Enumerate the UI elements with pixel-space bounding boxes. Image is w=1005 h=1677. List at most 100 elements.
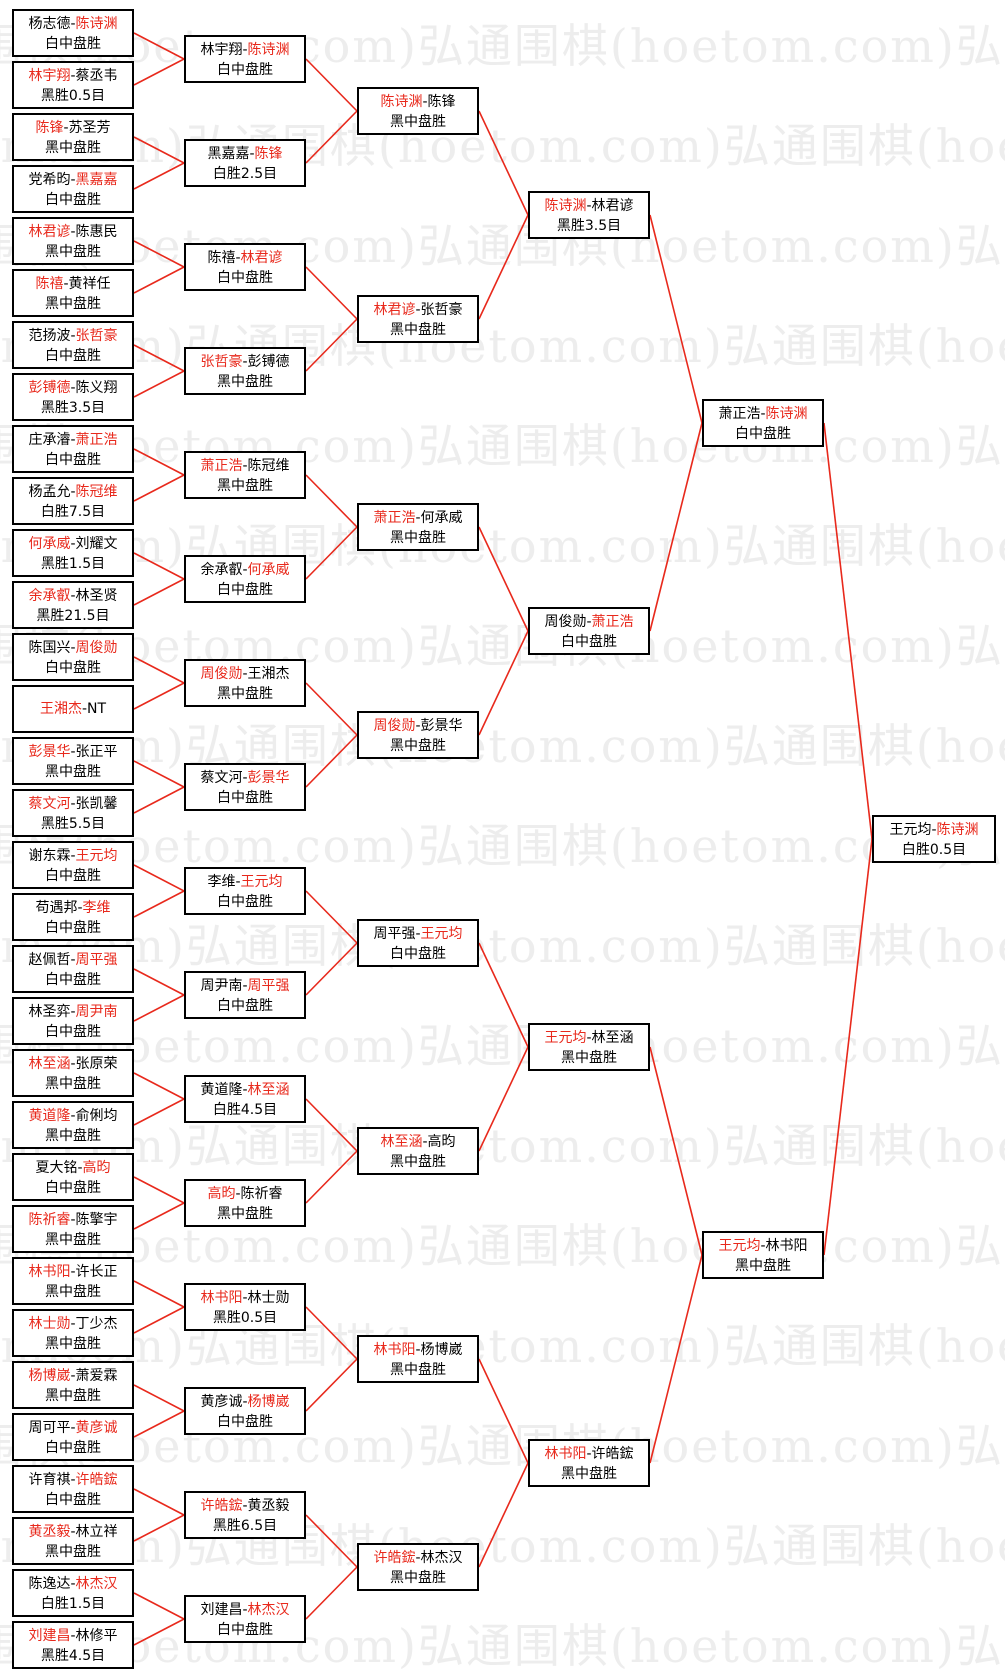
player-black: 王元均 bbox=[889, 822, 932, 838]
match-players: 彭镈德-陈义翔 bbox=[14, 378, 132, 398]
match-result: 白中盘胜 bbox=[390, 946, 446, 962]
player-white: 王元均 bbox=[240, 874, 283, 890]
bracket-connector bbox=[305, 526, 358, 580]
match-result: 黑中盘胜 bbox=[390, 1570, 446, 1586]
player-white: 陈义翔 bbox=[75, 380, 118, 396]
player-white: 彭景华 bbox=[420, 718, 463, 734]
bracket-connector bbox=[133, 32, 185, 60]
match-result: 黑中盘胜 bbox=[390, 1154, 446, 1170]
player-white: 王湘杰 bbox=[247, 666, 290, 682]
player-separator: - bbox=[415, 1342, 421, 1358]
player-separator: - bbox=[70, 848, 76, 864]
match-result: 白中盘胜 bbox=[45, 868, 101, 884]
match-result: 白中盘胜 bbox=[45, 452, 101, 468]
player-black: 周俊勋 bbox=[200, 666, 243, 682]
player-black: 林君谚 bbox=[28, 224, 71, 240]
match-players: 许皓鋐-黄丞毅 bbox=[186, 1496, 304, 1516]
player-white: 何承威 bbox=[420, 510, 463, 526]
match-players: 林君谚-陈惠民 bbox=[14, 222, 132, 242]
bracket-connector bbox=[133, 552, 185, 580]
player-black: 林宇翔 bbox=[28, 68, 71, 84]
match-result: 黑中盘胜 bbox=[390, 738, 446, 754]
bracket-connector bbox=[133, 760, 185, 788]
bracket-connector bbox=[133, 1072, 185, 1100]
match-box: 杨博崴-萧爱霖黑中盘胜 bbox=[12, 1361, 134, 1409]
bracket-connector bbox=[133, 344, 185, 372]
player-separator: - bbox=[242, 978, 248, 994]
player-white: 林君谚 bbox=[591, 198, 634, 214]
player-white: 高昀 bbox=[82, 1160, 111, 1176]
match-box: 林书阳-许皓鋐黑中盘胜 bbox=[528, 1439, 650, 1487]
player-separator: - bbox=[242, 1498, 248, 1514]
bracket-connector bbox=[133, 656, 185, 684]
match-box: 王元均-林至涵黑中盘胜 bbox=[528, 1023, 650, 1071]
player-separator: - bbox=[70, 1108, 76, 1124]
player-black: 彭镈德 bbox=[28, 380, 71, 396]
match-box: 杨孟允-陈冠维白胜7.5目 bbox=[12, 477, 134, 525]
bracket-connector bbox=[305, 1566, 358, 1620]
player-black: 刘建昌 bbox=[200, 1602, 243, 1618]
bracket-connector bbox=[133, 1618, 185, 1646]
player-black: 许皓鋐 bbox=[200, 1498, 243, 1514]
match-players: 林书阳-杨博崴 bbox=[359, 1340, 477, 1360]
match-result: 白中盘胜 bbox=[45, 36, 101, 52]
player-separator: - bbox=[931, 822, 937, 838]
player-black: 陈禧 bbox=[35, 276, 64, 292]
player-separator: - bbox=[70, 1316, 76, 1332]
player-white: 许长正 bbox=[75, 1264, 118, 1280]
match-result: 白中盘胜 bbox=[561, 634, 617, 650]
player-white: 陈诗渊 bbox=[75, 16, 118, 32]
match-players: 杨孟允-陈冠维 bbox=[14, 482, 132, 502]
player-white: 陈冠维 bbox=[247, 458, 290, 474]
match-box: 张哲豪-彭镈德黑中盘胜 bbox=[184, 347, 306, 395]
match-box: 周俊勋-萧正浩白中盘胜 bbox=[528, 607, 650, 655]
bracket-connector bbox=[133, 1514, 185, 1542]
match-result: 黑中盘胜 bbox=[45, 140, 101, 156]
player-separator: - bbox=[242, 562, 248, 578]
player-white: 张凯馨 bbox=[75, 796, 118, 812]
match-result: 白胜0.5目 bbox=[901, 842, 967, 858]
match-box: 杨志德-陈诗渊白中盘胜 bbox=[12, 9, 134, 57]
bracket-connector bbox=[133, 1098, 185, 1126]
player-separator: - bbox=[70, 16, 76, 32]
player-separator: - bbox=[415, 302, 421, 318]
match-result: 黑中盘胜 bbox=[561, 1050, 617, 1066]
bracket-connector bbox=[305, 1150, 358, 1204]
player-white: 陈诗渊 bbox=[247, 42, 290, 58]
match-result: 黑中盘胜 bbox=[45, 1076, 101, 1092]
player-black: 林君谚 bbox=[373, 302, 416, 318]
player-separator: - bbox=[422, 1134, 428, 1150]
match-result: 黑胜0.5目 bbox=[212, 1310, 278, 1326]
player-black: 周平强 bbox=[373, 926, 416, 942]
match-players: 王元均-林至涵 bbox=[530, 1028, 648, 1048]
player-white: 苏圣芳 bbox=[68, 120, 111, 136]
match-players: 萧正浩-何承威 bbox=[359, 508, 477, 528]
player-separator: - bbox=[70, 1628, 76, 1644]
player-separator: - bbox=[77, 900, 83, 916]
match-box: 刘建昌-林修平黑胜4.5目 bbox=[12, 1621, 134, 1669]
match-box: 林君谚-陈惠民黑中盘胜 bbox=[12, 217, 134, 265]
match-players: 蔡文河-张凯馨 bbox=[14, 794, 132, 814]
match-result: 黑中盘胜 bbox=[45, 296, 101, 312]
match-result: 黑中盘胜 bbox=[217, 374, 273, 390]
bracket-connector bbox=[133, 994, 185, 1022]
player-separator: - bbox=[235, 250, 241, 266]
player-black: 范扬波 bbox=[28, 328, 71, 344]
player-black: 黄道隆 bbox=[200, 1082, 243, 1098]
match-players: 王元均-林书阳 bbox=[704, 1236, 822, 1256]
bracket-connector bbox=[133, 1488, 185, 1516]
player-white: 王元均 bbox=[420, 926, 463, 942]
bracket-connector bbox=[478, 526, 529, 632]
player-white: 张正平 bbox=[75, 744, 118, 760]
player-black: 林书阳 bbox=[28, 1264, 71, 1280]
player-separator: - bbox=[63, 276, 69, 292]
match-box: 余承叡-林圣贤黑胜21.5目 bbox=[12, 581, 134, 629]
match-result: 黑中盘胜 bbox=[45, 1284, 101, 1300]
player-black: 萧正浩 bbox=[718, 406, 761, 422]
match-players: 林宇翔-蔡丞韦 bbox=[14, 66, 132, 86]
player-white: 杨博崴 bbox=[420, 1342, 463, 1358]
match-box: 党希昀-黑嘉嘉白中盘胜 bbox=[12, 165, 134, 213]
match-players: 陈逸达-林杰汉 bbox=[14, 1574, 132, 1594]
match-result: 白中盘胜 bbox=[45, 348, 101, 364]
